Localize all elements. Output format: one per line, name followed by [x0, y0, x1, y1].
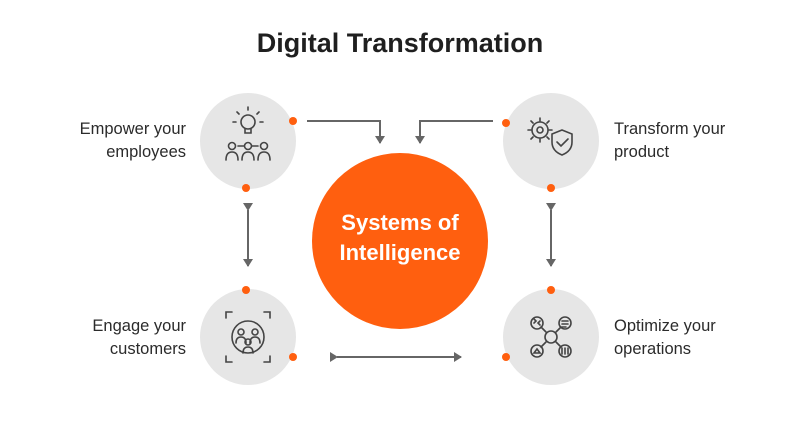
node-engage-customers: [200, 289, 296, 385]
customer-focus-icon: [225, 311, 271, 363]
label-transform-product: Transform your product: [614, 118, 784, 164]
lightbulb-team-icon: [225, 106, 271, 161]
accent-dot: [289, 117, 297, 125]
node-optimize-operations: [503, 289, 599, 385]
label-line: operations: [614, 340, 692, 358]
accent-dots: [242, 117, 555, 361]
operations-network-icon: [530, 316, 572, 358]
label-line: customers: [109, 340, 186, 358]
accent-dot: [242, 286, 250, 294]
label-line: Empower your: [79, 120, 186, 138]
accent-dot: [502, 353, 510, 361]
node-empower-employees: [200, 93, 296, 189]
label-line: Engage your: [92, 317, 186, 335]
connector-arrows: [243, 120, 556, 362]
accent-dot: [502, 119, 510, 127]
label-line: product: [614, 143, 670, 161]
label-line: employees: [106, 143, 186, 161]
gear-shield-icon: [527, 117, 573, 156]
label-optimize-operations: Optimize your operations: [614, 315, 784, 361]
center-label-line2: Intelligence: [339, 240, 461, 265]
center-circle: [312, 153, 488, 329]
arrow-topright-to-center: [415, 120, 493, 144]
accent-dot: [242, 184, 250, 192]
node-transform-product: [503, 93, 599, 189]
diagram-title: Digital Transformation: [256, 28, 544, 58]
accent-dot: [547, 286, 555, 294]
arrow-topleft-to-center: [307, 120, 385, 144]
center-label-line1: Systems of: [341, 210, 459, 235]
label-engage-customers: Engage your customers: [40, 315, 186, 361]
accent-dot: [289, 353, 297, 361]
label-line: Optimize your: [614, 317, 716, 335]
accent-dot: [547, 184, 555, 192]
label-line: Transform your: [614, 120, 726, 138]
center-label: Systems of Intelligence: [310, 208, 490, 268]
label-empower-employees: Empower your employees: [40, 118, 186, 164]
